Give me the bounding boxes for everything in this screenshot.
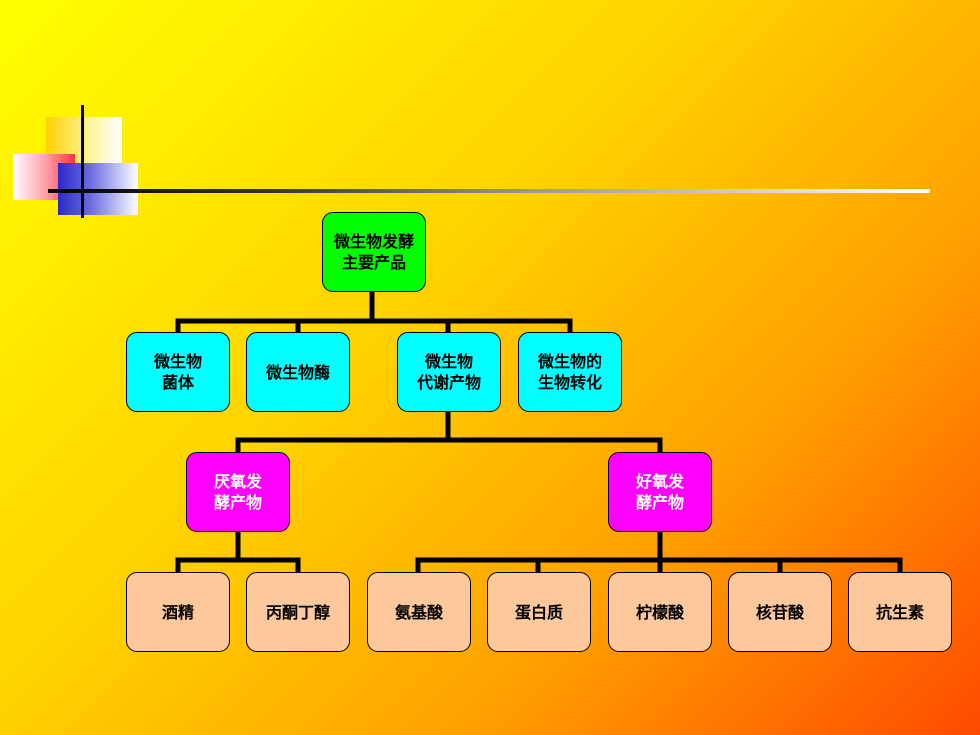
node-anaerobic-products: 厌氧发 酵产物 (186, 452, 290, 532)
node-antibiotics: 抗生素 (848, 572, 952, 652)
decorative-horizontal-rule (48, 189, 930, 193)
node-aerobic-products: 好氧发 酵产物 (608, 452, 712, 532)
node-microbial-biotransformation: 微生物的 生物转化 (518, 332, 622, 412)
connector-root (175, 289, 573, 335)
node-root: 微生物发酵 主要产品 (322, 212, 426, 292)
connector-aerobic (415, 529, 903, 575)
node-microbial-biomass: 微生物 菌体 (126, 332, 230, 412)
node-nucleotides: 核苷酸 (728, 572, 832, 652)
node-microbial-metabolites: 微生物 代谢产物 (397, 332, 501, 412)
node-alcohol: 酒精 (126, 572, 230, 652)
node-protein: 蛋白质 (487, 572, 591, 652)
node-microbial-enzymes: 微生物酶 (246, 332, 350, 412)
node-amino-acids: 氨基酸 (367, 572, 471, 652)
node-citric-acid: 柠檬酸 (608, 572, 712, 652)
node-acetone-butanol: 丙酮丁醇 (246, 572, 350, 652)
decorative-vertical-line (81, 105, 84, 218)
connector-anaerobic (175, 529, 301, 575)
connector-metabolites (235, 409, 663, 455)
